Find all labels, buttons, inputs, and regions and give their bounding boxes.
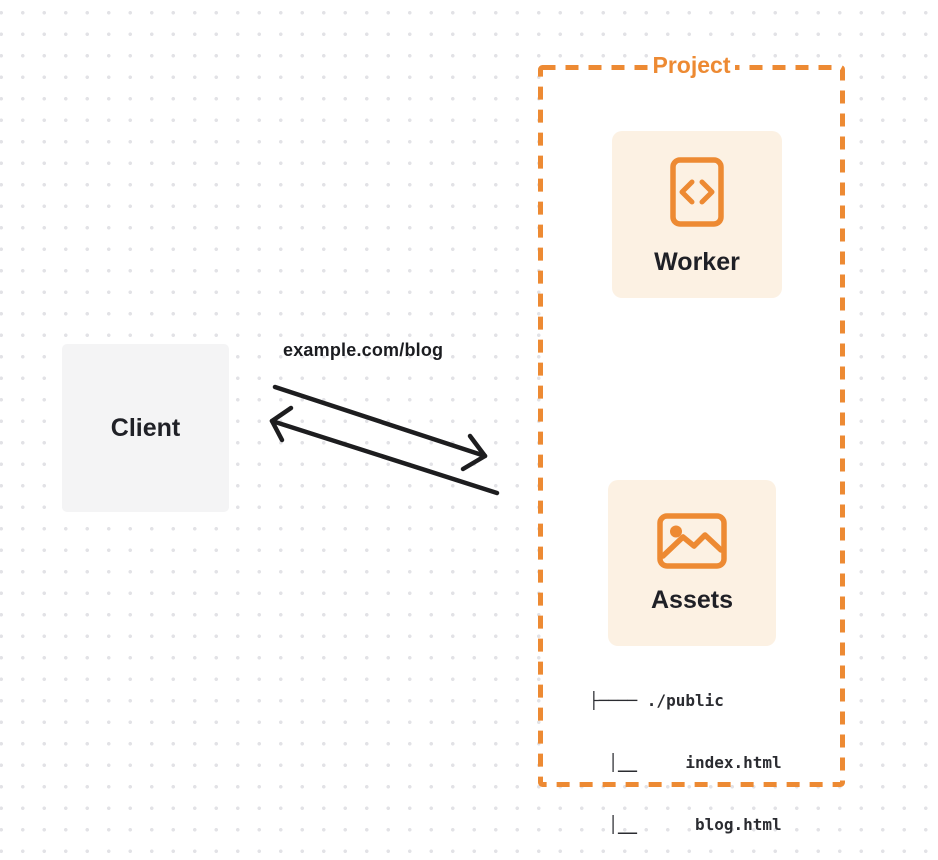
request-arrowhead-icon [460,433,488,472]
request-arrow-line [272,384,488,459]
assets-node: Assets [608,480,776,646]
file-tree-line-public: ├──── ./public [589,691,724,711]
image-icon [657,513,727,569]
response-arrow-line [269,418,500,496]
worker-node: Worker [612,131,782,298]
assets-file-tree: ├──── ./public │__ index.html │__ blog.h… [589,650,782,860]
assets-label: Assets [651,586,733,614]
project-label: Project [647,51,736,79]
worker-label: Worker [654,248,740,276]
response-arrowhead-icon [269,405,294,443]
client-node: Client [62,344,229,512]
client-label: Client [110,413,181,442]
request-url-label: example.com/blog [283,340,444,360]
code-document-icon [670,157,724,227]
file-tree-line-blog: │__ blog.html [589,814,782,834]
file-tree-line-index: │__ index.html [589,752,782,772]
